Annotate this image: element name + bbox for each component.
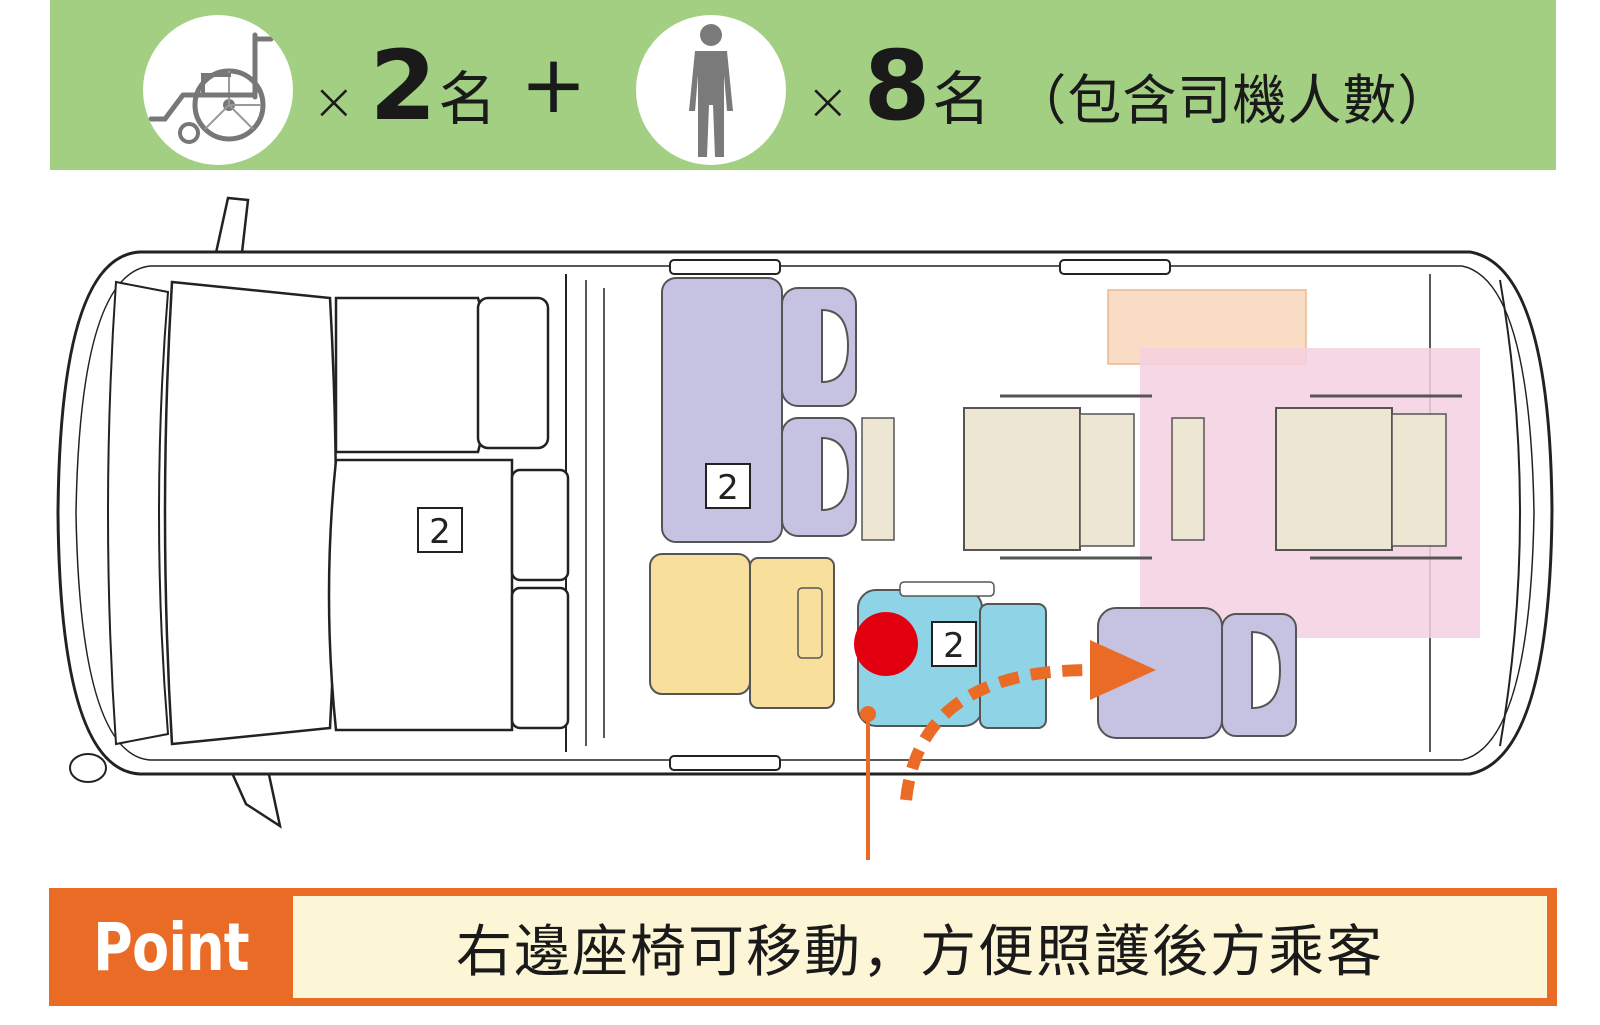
left-rail-rear bbox=[1059, 259, 1171, 275]
wheelchair-capacity: × 2 名 bbox=[312, 30, 497, 142]
capacity-banner: × 2 名 + × 8 名 （包含司機人數） bbox=[50, 0, 1556, 170]
person-capacity: × 8 名 （包含司機人數） bbox=[806, 30, 1453, 142]
plus-sign: + bbox=[520, 38, 588, 131]
move-arrow-head bbox=[1090, 640, 1156, 700]
point-tag: Point bbox=[93, 908, 250, 986]
times-sign: × bbox=[806, 72, 850, 132]
seat-badge-label: 2 bbox=[717, 468, 739, 508]
person-icon bbox=[689, 24, 733, 157]
seat-badge: 2 bbox=[705, 463, 751, 509]
hood bbox=[107, 280, 170, 746]
fold-seat bbox=[649, 553, 751, 695]
point-text: 右邊座椅可移動，方便照護後方乘客 bbox=[293, 896, 1547, 998]
wheelchair-space-2 bbox=[1171, 417, 1205, 541]
vehicle-svg: 2 2 2 bbox=[56, 196, 1554, 860]
capacity-note: （包含司機人數） bbox=[1012, 69, 1453, 132]
passenger-backrest bbox=[510, 468, 570, 582]
seat-badge-label: 2 bbox=[943, 626, 965, 666]
swivel-seat-back bbox=[979, 603, 1047, 729]
driver-backrest bbox=[476, 296, 550, 450]
left-rail-front bbox=[669, 259, 781, 275]
rear-bench bbox=[661, 277, 783, 543]
seat-badge: 2 bbox=[931, 621, 977, 667]
vehicle-layout-diagram: 2 2 2 bbox=[0, 170, 1600, 860]
wheelchair-icon bbox=[148, 32, 274, 144]
right-rail-front bbox=[669, 755, 781, 771]
seat-badge: 2 bbox=[417, 507, 463, 553]
wheelchair-space-1 bbox=[861, 417, 895, 541]
care-point-marker bbox=[854, 612, 918, 676]
wheelchair-unit: 名 bbox=[438, 65, 497, 133]
point-callout: Point 右邊座椅可移動，方便照護後方乘客 bbox=[49, 888, 1557, 1006]
passenger-backrest-2 bbox=[510, 586, 570, 730]
wheelchair-badge bbox=[143, 15, 293, 165]
person-unit: 名 bbox=[932, 65, 991, 133]
windshield bbox=[163, 280, 338, 746]
seat-badge-label: 2 bbox=[429, 512, 451, 552]
times-sign: × bbox=[312, 72, 356, 132]
vehicle-body-inner bbox=[75, 265, 1535, 761]
wheelchair-count: 2 bbox=[369, 30, 437, 142]
right-mirror-glass bbox=[69, 753, 107, 783]
person-badge bbox=[636, 15, 786, 165]
person-count: 8 bbox=[863, 30, 931, 142]
driver-seat bbox=[334, 296, 491, 454]
passenger-seat bbox=[327, 458, 514, 732]
tailgate bbox=[1499, 279, 1521, 747]
move-arrow bbox=[900, 664, 1091, 801]
